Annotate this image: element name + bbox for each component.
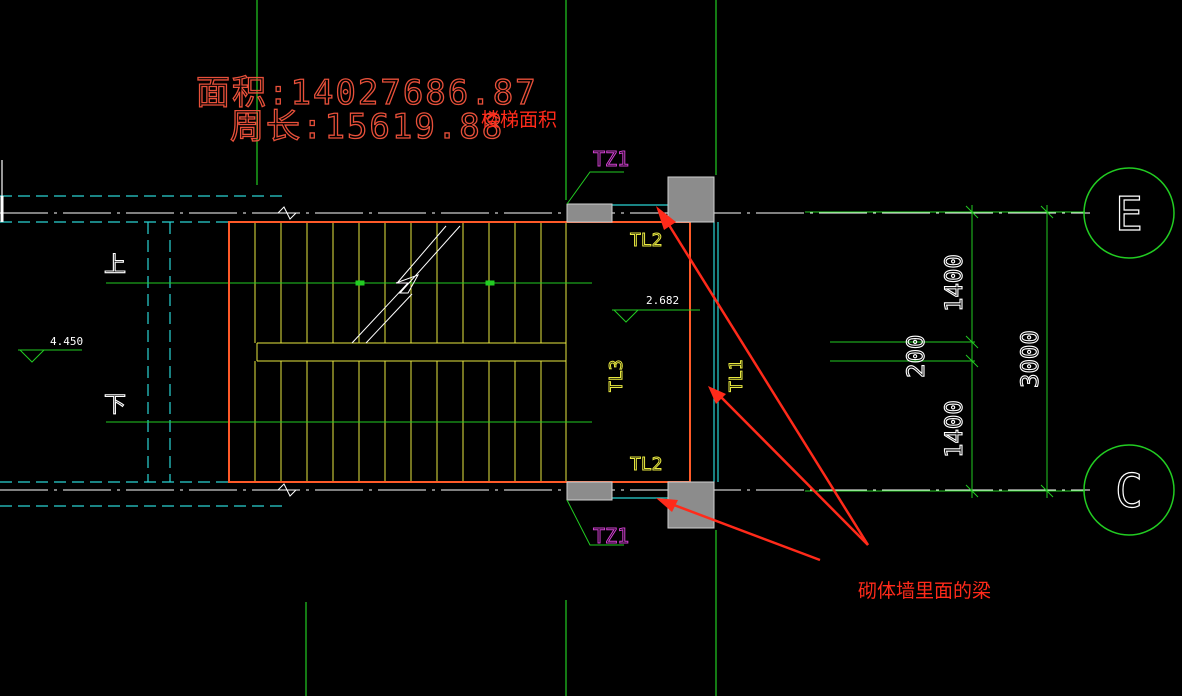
- axis-bubble-c: [1083, 444, 1175, 536]
- tl1-label: TL1: [726, 359, 747, 392]
- tz1-leaders: [566, 171, 624, 546]
- axis-bubbles[interactable]: [1083, 167, 1175, 536]
- stair-down-label: 下: [104, 393, 126, 418]
- dim-200: 200: [902, 335, 930, 378]
- column-wall-top: [667, 176, 715, 223]
- area-label: 面积:14027686.87: [196, 73, 538, 113]
- column-tz1-bottom: [566, 481, 613, 501]
- landing-level-value: 2.682: [646, 294, 679, 307]
- axis-bubble-e: [1083, 167, 1175, 259]
- tl2-top-label: TL2: [630, 230, 663, 251]
- landing-level-mark: [612, 309, 700, 323]
- dim-1400-bottom: 1400: [940, 400, 968, 458]
- left-level-mark: [18, 349, 82, 363]
- annotation-arrows: [662, 216, 870, 562]
- tz1-bottom-label: TZ1: [593, 524, 629, 548]
- dimension-lines: [805, 205, 1085, 498]
- horizontal-axis-lines: [0, 212, 1090, 491]
- masonry-beam-note: 砌体墙里面的梁: [858, 580, 991, 602]
- dim-3000: 3000: [1016, 330, 1044, 388]
- axis-label-e: E: [1115, 187, 1143, 241]
- stair-break-line: [351, 225, 461, 344]
- stair-area-outline[interactable]: [228, 221, 691, 483]
- vertical-grid-lines: [256, 0, 717, 696]
- stair-direction-lines: [106, 280, 592, 423]
- annotation-arrowheads: [656, 206, 726, 512]
- column-tz1-top: [566, 203, 613, 223]
- stair-center-band: [256, 222, 567, 482]
- perimeter-label: 周长:15619.88: [230, 107, 504, 147]
- break-marks: [277, 206, 297, 497]
- tl3-label: TL3: [606, 359, 627, 392]
- stair-area-note: 楼梯面积: [481, 109, 557, 131]
- axis-label-c: C: [1115, 464, 1143, 518]
- stair-up-label: 上: [104, 253, 126, 278]
- left-level-value: 4.450: [50, 335, 83, 348]
- tz1-top-label: TZ1: [593, 147, 629, 171]
- tl2-bottom-label: TL2: [630, 454, 663, 475]
- dim-1400-top: 1400: [940, 254, 968, 312]
